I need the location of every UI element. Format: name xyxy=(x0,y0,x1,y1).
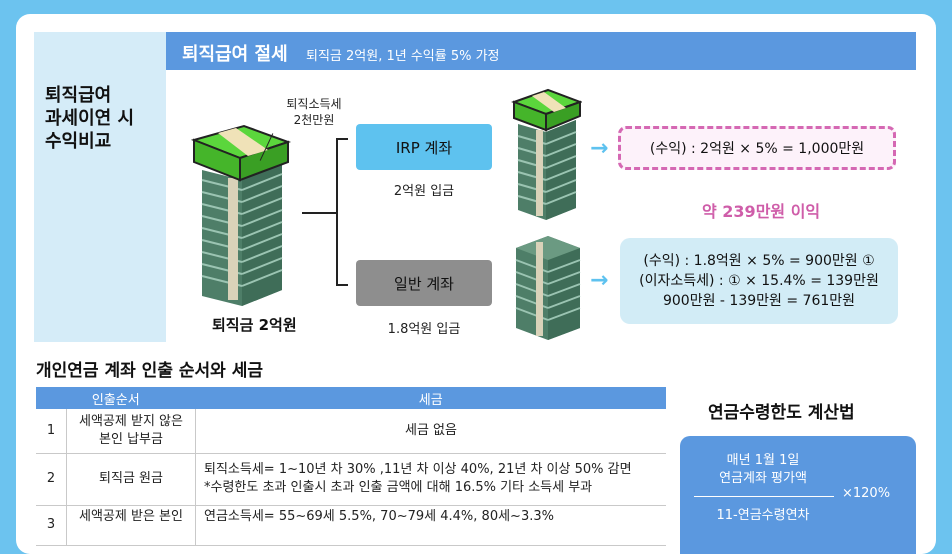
general-result-line3: 900만원 - 139만원 = 761만원 xyxy=(662,293,856,309)
irp-deposit: 2억원 입금 xyxy=(393,184,455,199)
infographic-card: 퇴직급여 과세이연 시 수익비교 퇴직급여 절세 퇴직금 2억원, 1년 수익률… xyxy=(16,14,936,554)
row-order-line1: 세액공제 받지 않은 xyxy=(79,413,183,429)
formula-multiplier: ×120% xyxy=(842,486,891,501)
branch-line-bottom xyxy=(336,284,348,286)
section2-title: 개인연금 계좌 인출 순서와 세금 xyxy=(36,361,263,381)
header-tax: 세금 xyxy=(195,387,666,409)
row-number: 3 xyxy=(36,505,67,546)
irp-arrow-icon: → xyxy=(590,136,609,161)
formula-numerator-line2: 연금계좌 평가액 xyxy=(719,471,807,486)
left-title-panel xyxy=(34,32,166,342)
general-deposit: 1.8억원 입금 xyxy=(387,322,461,337)
money-stack-large-icon xyxy=(190,124,292,306)
table-row: 2 퇴직금 원금 퇴직소득세= 1~10년 차 30% ,11년 차 이상 40… xyxy=(36,453,666,506)
general-result-box: (수익) : 1.8억원 × 5% = 900만원 ① (이자소득세) : ① … xyxy=(620,238,898,324)
formula-numerator-line1: 매년 1월 1일 xyxy=(726,453,800,468)
header-order: 인출순서 xyxy=(36,387,196,409)
tax-note-line2: 2천만원 xyxy=(293,113,335,127)
row-tax: 퇴직소득세= 1~10년 차 30% ,11년 차 이상 40%, 21년 차 … xyxy=(195,453,666,506)
tax-note: 퇴직소득세 2천만원 xyxy=(274,96,354,128)
branch-line-main xyxy=(302,212,336,214)
row-tax-line1: 퇴직소득세= 1~10년 차 30% ,11년 차 이상 40%, 21년 차 … xyxy=(204,462,632,477)
row-tax: 연금소득세= 55~69세 5.5%, 70~79세 4.4%, 80세~3.3… xyxy=(195,505,666,546)
irp-result-box: (수익) : 2억원 × 5% = 1,000만원 xyxy=(618,126,896,170)
formula-numerator: 매년 1월 1일 연금계좌 평가액 xyxy=(698,452,828,488)
principal-label: 퇴직금 2억원 xyxy=(212,316,297,334)
row-order: 세액공제 받은 본인 xyxy=(66,505,196,546)
general-arrow-icon: → xyxy=(590,268,609,293)
formula-denominator: 11-연금수령연차 xyxy=(716,508,810,523)
fraction-line xyxy=(694,496,834,497)
section3-title: 연금수령한도 계산법 xyxy=(708,403,855,423)
row-number: 1 xyxy=(36,409,67,454)
row-order-line2: 본인 납부금 xyxy=(99,431,163,447)
row-tax: 세금 없음 xyxy=(195,409,666,454)
general-result-line1: (수익) : 1.8억원 × 5% = 900만원 ① xyxy=(643,253,875,269)
table-row: 1 세액공제 받지 않은 본인 납부금 세금 없음 xyxy=(36,409,666,454)
money-stack-general-icon xyxy=(515,236,581,340)
profit-difference: 약 239만원 이익 xyxy=(702,202,821,221)
section1-title-bar xyxy=(166,32,916,70)
branch-line-vertical xyxy=(336,138,338,286)
row-tax-line2: *수령한도 초과 인출시 초과 인출 금액에 대해 16.5% 기타 소득세 부… xyxy=(204,480,593,495)
pension-limit-formula: 매년 1월 1일 연금계좌 평가액 11-연금수령연차 ×120% xyxy=(680,436,916,554)
row-number: 2 xyxy=(36,453,67,506)
general-account-box: 일반 계좌 xyxy=(356,260,492,306)
section1-title: 퇴직급여 절세 xyxy=(182,44,288,65)
row-order: 퇴직금 원금 xyxy=(66,453,196,506)
irp-account-box: IRP 계좌 xyxy=(356,124,492,170)
left-title: 퇴직급여 과세이연 시 수익비교 xyxy=(45,85,135,152)
row-order: 세액공제 받지 않은 본인 납부금 xyxy=(66,409,196,454)
branch-line-top xyxy=(336,138,348,140)
section1-subtitle: 퇴직금 2억원, 1년 수익률 5% 가정 xyxy=(306,49,500,64)
money-stack-irp-icon xyxy=(511,88,582,220)
tax-note-line1: 퇴직소득세 xyxy=(286,97,342,111)
withdrawal-table: 인출순서 세금 1 세액공제 받지 않은 본인 납부금 세금 없음 2 퇴직금 … xyxy=(36,387,666,546)
general-result-line2: (이자소득세) : ① × 15.4% = 139만원 xyxy=(639,273,879,289)
table-row: 3 세액공제 받은 본인 연금소득세= 55~69세 5.5%, 70~79세 … xyxy=(36,505,666,546)
table-header-row: 인출순서 세금 xyxy=(36,387,666,409)
